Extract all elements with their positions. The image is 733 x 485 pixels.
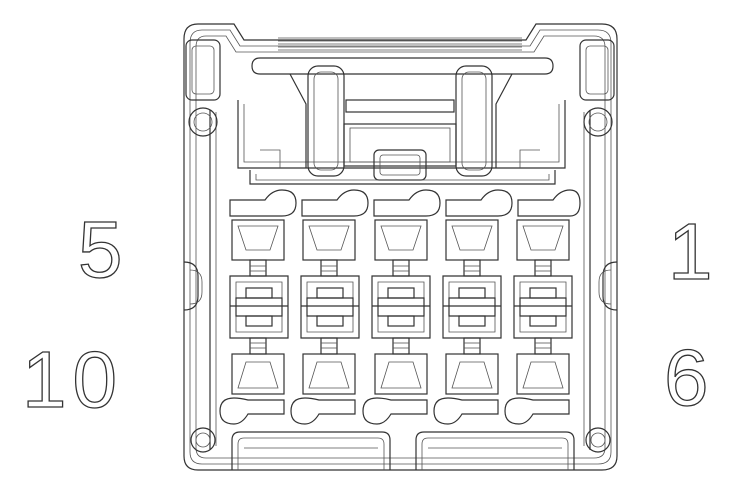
terminal-cavity — [302, 219, 356, 277]
top-lock-assembly — [237, 65, 566, 185]
pin-label-top-left: 5 — [77, 205, 129, 294]
h-separator — [513, 275, 573, 339]
housing-outline — [183, 23, 618, 471]
pin-label-bottom-left: 10 — [21, 335, 123, 424]
pin-label-bottom-right: 6 — [663, 333, 715, 422]
middle-separators — [229, 275, 573, 339]
terminal-cavity — [374, 219, 428, 277]
lower-row-terminals — [231, 337, 570, 395]
terminal-cavity — [445, 219, 499, 277]
terminal-cavity — [516, 219, 570, 277]
bottom-keys — [190, 427, 611, 470]
terminal-cavity — [516, 337, 570, 395]
top-ribs — [251, 37, 554, 75]
terminal-cavity — [445, 337, 499, 395]
h-separator — [229, 275, 289, 339]
pin-label-top-right: 1 — [667, 207, 719, 296]
h-separator — [300, 275, 360, 339]
lower-row-latches — [219, 397, 570, 425]
h-separator — [371, 275, 431, 339]
terminal-cavity — [231, 337, 285, 395]
upper-row-latches — [229, 189, 581, 217]
terminal-cavity — [374, 337, 428, 395]
terminal-cavity — [231, 219, 285, 277]
h-separator — [442, 275, 502, 339]
terminal-cavity — [302, 337, 356, 395]
upper-row-terminals — [231, 219, 570, 277]
